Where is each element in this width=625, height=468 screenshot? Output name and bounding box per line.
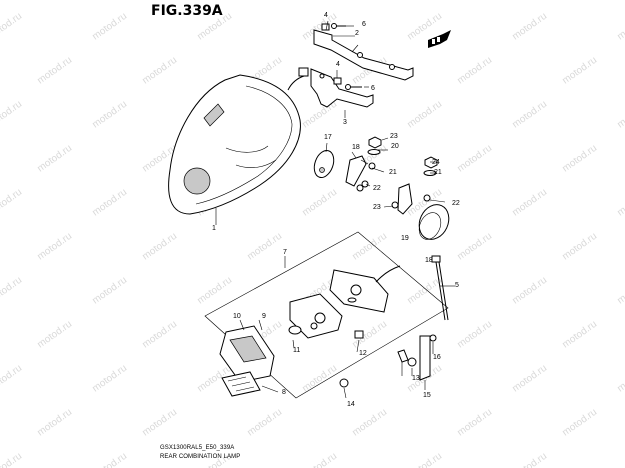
watermark-text: motod.ru [245,407,284,439]
callout-number: 19 [401,235,409,242]
watermark-text: motod.ru [35,55,74,87]
watermark-text: motod.ru [350,231,389,263]
watermark-text: motod.ru [615,275,625,307]
callout-number: 9 [262,313,266,320]
callout-number: 7 [283,249,287,256]
watermark-text: motod.ru [0,363,24,395]
watermark-text: motod.ru [90,11,129,43]
watermark-text: motod.ru [455,231,494,263]
watermark-text: motod.ru [140,231,179,263]
watermark-text: motod.ru [510,11,549,43]
watermark-text: motod.ru [510,363,549,395]
callout-number: 6 [362,21,366,28]
watermark-text: motod.ru [455,319,494,351]
callout-number: 5 [455,282,459,289]
callout-number: 12 [359,350,367,357]
watermark-text: motod.ru [510,451,549,468]
watermark-text: motod.ru [560,143,599,175]
figure-caption: REAR COMBINATION LAMP [160,454,241,460]
watermark-text: motod.ru [455,407,494,439]
watermark-text: motod.ru [560,231,599,263]
callout-number: 4 [324,12,328,19]
watermark-text: motod.ru [615,451,625,468]
figure-code: GSX1300RAL5_E50_339A [160,445,235,451]
watermark-text: motod.ru [0,99,24,131]
callout-number: 23 [390,133,398,140]
watermark-text: motod.ru [510,99,549,131]
watermark-text: motod.ru [90,451,129,468]
callout-number: 18 [425,257,433,264]
watermark-text: motod.ru [300,363,339,395]
watermark-text: motod.ru [0,451,24,468]
bracket-fasteners [321,23,362,90]
watermark-text: motod.ru [35,143,74,175]
watermark-text: motod.ru [455,55,494,87]
callout-number: 15 [423,392,431,399]
watermark-text: motod.ru [90,275,129,307]
watermark-text: motod.ru [350,407,389,439]
watermark-text: motod.ru [615,363,625,395]
watermark-text: motod.ru [510,275,549,307]
upper-bracket-part [313,29,414,81]
watermark-text: motod.ru [245,231,284,263]
watermark-text: motod.ru [195,275,234,307]
watermark-text: motod.ru [560,55,599,87]
leader-lines [239,20,446,399]
watermark-text: motod.ru [300,99,339,131]
watermark-text: motod.ru [0,275,24,307]
watermark-text: motod.ru [560,319,599,351]
watermark-text: motod.ru [140,55,179,87]
watermark-text: motod.ru [405,99,444,131]
callout-number: 3 [343,119,347,126]
callout-number: 16 [433,354,441,361]
watermark-text: motod.ru [615,11,625,43]
callout-number: 1 [212,225,216,232]
callout-number: 22 [373,185,381,192]
figure-title: FIG.339A [151,3,223,19]
callout-number: 22 [452,200,460,207]
watermark-text: motod.ru [35,319,74,351]
callout-number: 13 [412,375,420,382]
watermark-text: motod.ru [35,407,74,439]
watermark-text: motod.ru [615,187,625,219]
callout-number: 10 [233,313,241,320]
callout-number: 4 [336,61,340,68]
watermark-text: motod.ru [35,231,74,263]
watermark-text: motod.ru [560,407,599,439]
callout-number: 23 [373,204,381,211]
callout-number: 2 [355,30,359,37]
callout-number: 6 [371,85,375,92]
lamp-unit-part [204,231,449,399]
watermark-text: motod.ru [90,99,129,131]
watermark-text: motod.ru [0,187,24,219]
watermark-text: motod.ru [510,187,549,219]
watermark-text: motod.ru [300,187,339,219]
callout-number: 11 [293,347,300,354]
watermark-text: motod.ru [90,187,129,219]
watermark-text: motod.ru [455,143,494,175]
callout-number: 18 [352,144,360,151]
watermark-text: motod.ru [405,451,444,468]
watermark-text: motod.ru [0,11,24,43]
reflector-assembly [313,136,450,240]
callout-number: 24 [432,159,440,166]
callout-number: 20 [391,143,399,150]
callout-number: 21 [434,169,442,176]
watermark-text: motod.ru [615,99,625,131]
rear-cowl-part [168,67,309,225]
lower-bracket-part [310,68,374,118]
callout-number: 21 [389,169,397,176]
watermark-text: motod.ru [140,319,179,351]
watermark-text: motod.ru [300,451,339,468]
arrow-flag-icon [428,30,451,48]
callout-number: 14 [347,401,355,408]
callout-number: 17 [324,134,332,141]
watermark-text: motod.ru [195,11,234,43]
watermark-text: motod.ru [140,407,179,439]
callout-number: 8 [282,389,286,396]
watermark-text: motod.ru [90,363,129,395]
